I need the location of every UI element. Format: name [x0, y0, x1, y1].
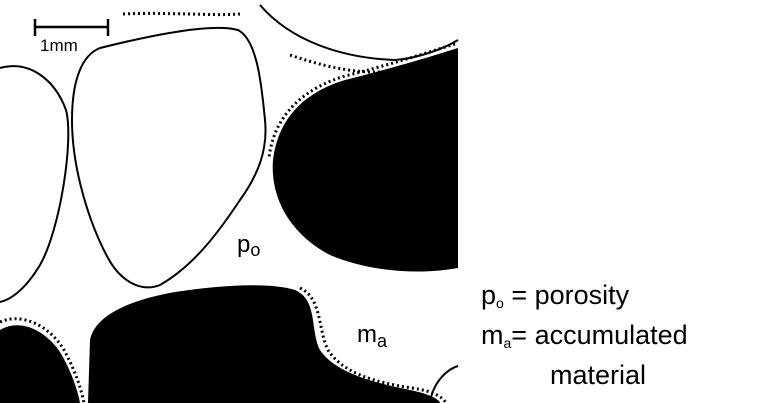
legend-porosity-subscript: o	[496, 295, 504, 311]
legend-line-porosity: po = porosity	[481, 282, 629, 310]
legend-material-text: material	[550, 360, 646, 390]
legend-accumulated-symbol: m	[481, 320, 504, 350]
scale-bar-label: 1mm	[40, 36, 78, 55]
legend-line-accumulated: ma= accumulated	[481, 322, 688, 350]
porosity-label-subscript: o	[250, 240, 260, 260]
legend-porosity-text: = porosity	[511, 280, 629, 310]
legend-accumulated-text: = accumulated	[511, 320, 687, 350]
accumulated-label-symbol: m	[357, 321, 377, 348]
porosity-label-symbol: p	[237, 231, 250, 258]
legend-porosity-symbol: p	[481, 280, 496, 310]
legend-line-material: material	[550, 362, 646, 389]
accumulated-label-subscript: a	[377, 331, 388, 351]
